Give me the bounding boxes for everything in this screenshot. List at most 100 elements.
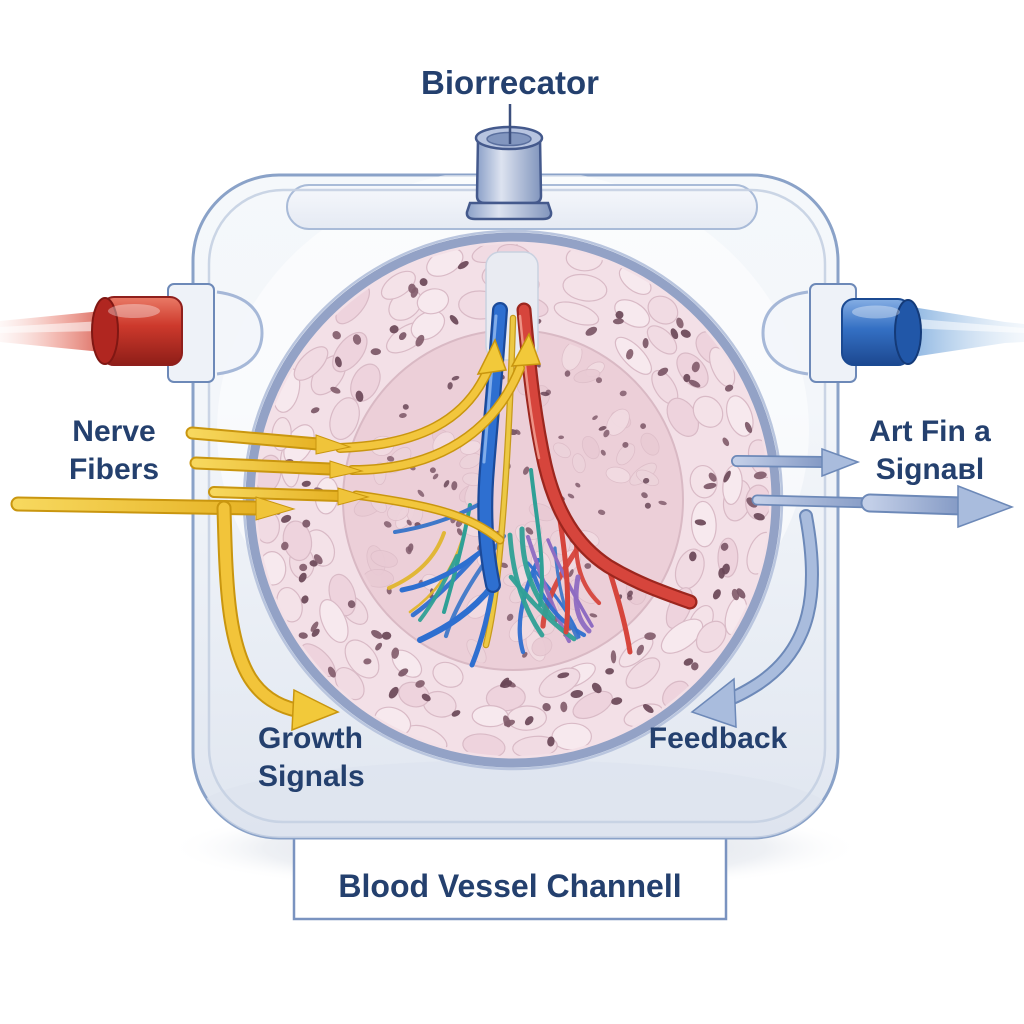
tissue-ring-nucleus (500, 679, 513, 689)
tissue-ring-texture (255, 238, 778, 759)
tissue-disc-nucleus (386, 456, 395, 462)
tissue-ring-nucleus (542, 702, 551, 712)
tissue-ring-nucleus (560, 701, 568, 713)
tissue-disc-nucleus (443, 480, 450, 488)
tissue-ring-cell (374, 706, 412, 737)
tissue-disc-nucleus (598, 426, 607, 431)
growth-signal-arrow (216, 500, 340, 732)
tissue-ring-nucleus (299, 563, 308, 572)
blue-branch-4 (393, 498, 489, 534)
red-branch-1 (557, 517, 571, 635)
tissue-ring-cell (695, 620, 727, 653)
tissue-ring-nucleus (449, 314, 459, 325)
tissue-ring-cell (258, 551, 287, 586)
tissue-ring-nucleus (657, 367, 669, 377)
tissue-ring-nucleus (381, 631, 392, 640)
tissue-ring-nucleus (504, 719, 515, 727)
tissue-ring-nucleus (680, 329, 691, 338)
tissue-ring-nucleus (415, 334, 425, 347)
tissue-disc-nucleus (525, 527, 534, 535)
tissue-ring-cell (426, 247, 464, 277)
tissue-ring-nucleus (363, 658, 372, 665)
tissue-ring-nucleus (712, 589, 721, 600)
tissue-disc-nucleus (642, 477, 650, 484)
tissue-ring-nucleus (310, 621, 319, 632)
tissue-ring-nucleus (389, 325, 399, 334)
tissue-ring-cell (660, 618, 704, 654)
tissue-ring-cell (432, 661, 464, 688)
tissue-disc-nucleus (627, 590, 633, 597)
tissue-ring-nucleus (643, 704, 654, 713)
tissue-ring-nucleus (419, 278, 428, 287)
tissue-ring-cell (272, 367, 301, 413)
left-inlet-port (0, 283, 264, 383)
tissue-ring-nucleus (694, 519, 707, 526)
blue-outlet-cap-end (894, 299, 922, 365)
tissue-disc-nucleus (644, 502, 651, 509)
diagram-title: Biorrecator (421, 64, 599, 101)
tissue-disc-nucleus (641, 492, 648, 499)
tissue-disc-cell (370, 550, 398, 568)
tissue-disc-nucleus (406, 519, 412, 526)
nerve-fiber-arrows (10, 332, 542, 545)
feedback-curve (719, 511, 818, 706)
tissue-ring-cell (625, 657, 661, 689)
short-signal-arrow (732, 456, 829, 467)
tissue-ring-nucleus (753, 471, 767, 480)
tissue-ring-cell (335, 284, 370, 325)
tissue-ring-nucleus (524, 716, 534, 726)
tissue-ring-nucleus (281, 541, 289, 551)
tissue-ring-cell (293, 346, 329, 381)
blue-outlet-cap-highlight (852, 305, 900, 319)
chamber-bottom-shade (195, 760, 831, 838)
tissue-ring-nucleus (612, 318, 624, 325)
tissue-ring-nucleus (736, 588, 746, 599)
capillary-branch (418, 554, 459, 622)
nerve-curve-3 (353, 492, 503, 543)
tissue-ring-nucleus (689, 551, 697, 562)
tissue-ring-cell (276, 586, 303, 623)
tissue-ring-cell (334, 667, 365, 701)
blue-main-vessel-highlight (482, 314, 498, 464)
tissue-disc-nucleus (603, 429, 610, 438)
tissue-ring-nucleus (311, 628, 320, 637)
tissue-ring-nucleus (375, 642, 383, 651)
tissue-ring-cell (646, 325, 678, 355)
tissue-ring-nucleus (753, 512, 765, 521)
tissue-disc-cell (531, 636, 553, 657)
tissue-ring-nucleus (451, 710, 461, 717)
tissue-ring-nucleus (313, 554, 323, 565)
tissue-ring-cell (380, 270, 416, 300)
tissue-ring-nucleus (388, 686, 399, 699)
tissue-ring-nucleus (676, 317, 684, 329)
capillary-branch (508, 574, 577, 642)
tissue-disc-nucleus (399, 413, 407, 418)
capillary-branch (519, 526, 556, 621)
blue-branch-3 (399, 542, 492, 593)
tissue-ring-cell (512, 735, 558, 759)
tissue-ring-cell (647, 295, 679, 325)
tissue-ring-nucleus (688, 379, 701, 388)
teal-vessel-1 (529, 468, 544, 607)
feedback-label: Feedback (649, 722, 788, 755)
right-outlet-port (761, 283, 1024, 383)
red-inlet-cap-highlight (108, 304, 160, 318)
growth-signals-label-line2: Signals (258, 760, 365, 793)
tissue-disc-nucleus (589, 613, 598, 618)
red-main-vessel-highlight (518, 314, 541, 460)
nerve-band-3 (210, 488, 342, 500)
purple-vessel (546, 538, 594, 628)
tissue-ring-nucleus (570, 690, 584, 698)
tissue-ring-cell (329, 397, 360, 441)
tissue-ring-cell (565, 245, 604, 272)
long-signal-arrow-thin (753, 496, 878, 507)
tissue-ring-nucleus (371, 629, 383, 639)
tissue-disc-nucleus (575, 482, 581, 488)
blue-branch-1 (417, 582, 496, 643)
tissue-disc-nucleus (500, 562, 508, 568)
nerve-fibers-label-line1: Nerve (72, 415, 155, 448)
nerve-band-2 (191, 458, 335, 474)
tissue-ring-cell (416, 288, 450, 315)
tissue-ring-cell (344, 639, 380, 679)
